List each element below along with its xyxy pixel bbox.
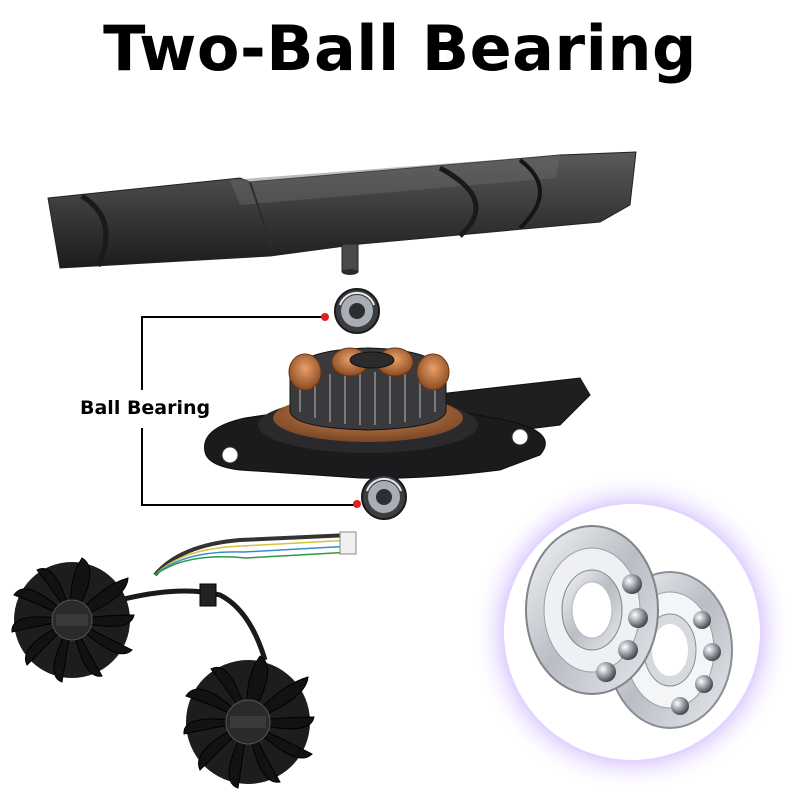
ball-bearing-top	[334, 288, 380, 334]
callout-bracket	[141, 316, 357, 506]
callout-dot-top	[321, 313, 329, 321]
dual-gpu-fans	[11, 531, 357, 789]
callout-dot-bottom	[353, 500, 361, 508]
fan-motor-stator	[204, 347, 591, 479]
ball-bearing-bottom	[361, 474, 407, 520]
fan-impeller	[47, 151, 637, 275]
page-title: Two-Ball Bearing	[103, 12, 697, 85]
ball-bearing-label: Ball Bearing	[80, 397, 211, 419]
ball-bearing-render	[472, 472, 792, 792]
